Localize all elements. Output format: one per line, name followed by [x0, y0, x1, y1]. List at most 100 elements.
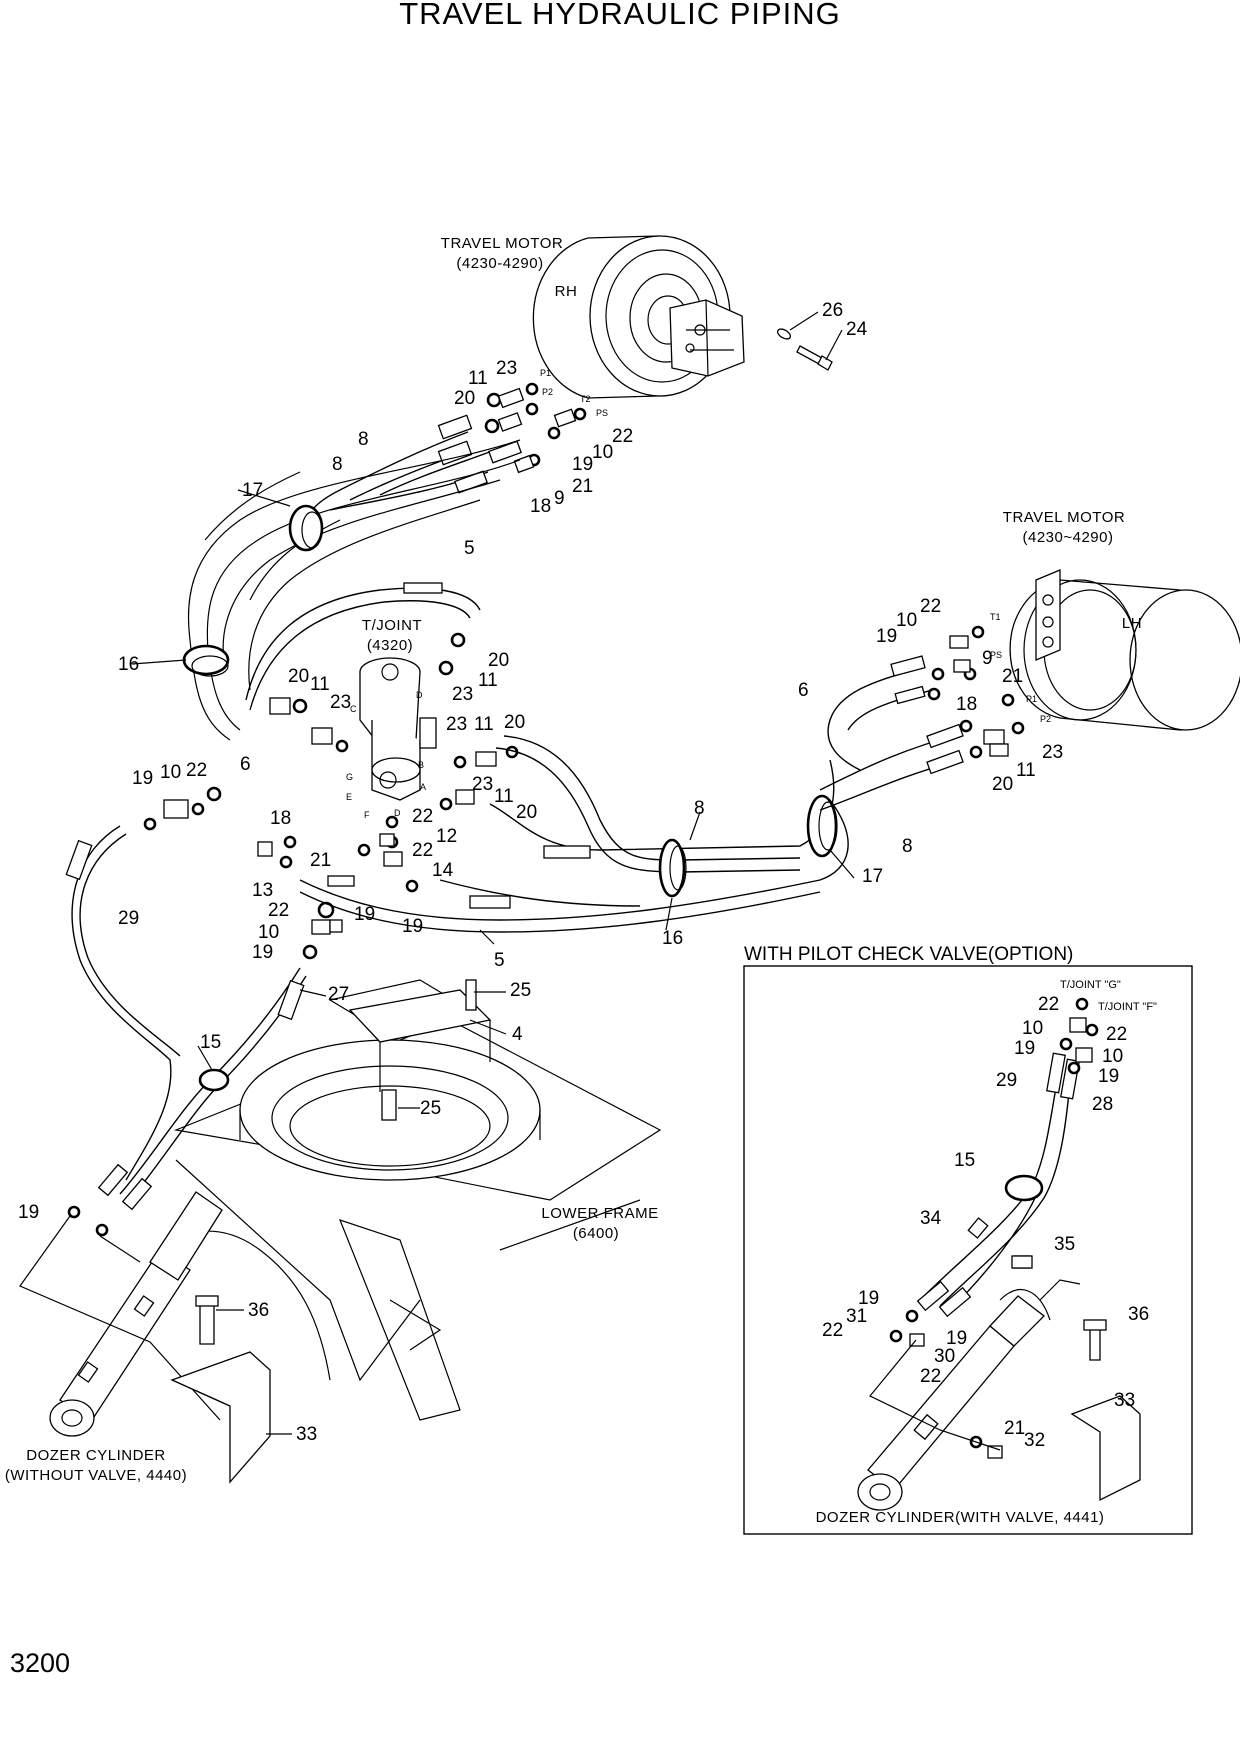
lh-callout-11: 11	[1016, 760, 1036, 781]
callout-8a: 8	[358, 429, 369, 450]
opt-callout-30: 30	[934, 1346, 955, 1367]
tj-port-a: A	[420, 782, 426, 792]
lower-frame-caption: LOWER FRAME	[541, 1205, 658, 1222]
callouts-lh-motor: 22 10 19 9 21 6 18 23 11 20 8 8 17	[694, 596, 1063, 887]
tj-callout-20d: 20	[516, 802, 537, 823]
lh-callout-6: 6	[798, 680, 809, 701]
tj-callout-22b: 22	[412, 840, 433, 861]
tj-callout-19: 19	[132, 768, 153, 789]
option-cylinder-caption: DOZER CYLINDER(WITH VALVE, 4441)	[816, 1509, 1105, 1526]
main-pipe-bundle	[187, 439, 521, 741]
bracket-33-left	[170, 1295, 271, 1484]
bracket-4	[348, 979, 492, 1121]
opt-callout-19d: 19	[946, 1328, 967, 1349]
opt-callout-32: 32	[1024, 1430, 1045, 1451]
lh-motor-code: (4230~4290)	[1023, 529, 1114, 546]
main-callout-16b: 16	[662, 928, 683, 949]
leader-lines	[131, 311, 855, 1435]
lower-frame	[159, 979, 662, 1421]
main-callout-27: 27	[328, 984, 349, 1005]
tj-callout-23a: 23	[452, 684, 473, 705]
opt-callout-10b: 10	[1102, 1046, 1123, 1067]
clamp-17-lh	[806, 794, 838, 858]
main-callout-15: 15	[200, 1032, 221, 1053]
opt-callout-22d: 22	[920, 1366, 941, 1387]
opt-callout-33: 33	[1114, 1390, 1135, 1411]
tj-callout-23c: 23	[446, 714, 467, 735]
tj-callout-22a: 22	[412, 806, 433, 827]
clamp-16-left	[182, 644, 230, 677]
callout-17: 17	[242, 480, 263, 501]
callout-22: 22	[612, 426, 633, 447]
tj-port-f: F	[364, 810, 370, 820]
dozer-cylinder-code: (WITHOUT VALVE, 4440)	[5, 1467, 187, 1484]
opt-callout-29: 29	[996, 1070, 1017, 1091]
tj-callout-18: 18	[270, 808, 291, 829]
main-callout-4: 4	[512, 1024, 523, 1045]
t-joint-ports: C D B A G E F D	[346, 690, 426, 820]
travel-motor-lh	[1009, 569, 1240, 731]
main-callout-19d: 19	[18, 1202, 39, 1223]
main-callout-19a: 19	[252, 942, 273, 963]
rh-motor-ports: P1 P2 T2 PS	[540, 368, 608, 418]
main-callout-6: 6	[240, 754, 251, 775]
tj-port-e: E	[346, 792, 352, 802]
callout-11: 11	[468, 368, 488, 389]
tj-callout-22: 22	[186, 760, 207, 781]
callout-9: 9	[554, 488, 565, 509]
callout-8b: 8	[332, 454, 343, 475]
t-joint-code: (4320)	[367, 637, 413, 654]
lh-callout-10: 10	[896, 610, 917, 631]
lh-port-t1: T1	[990, 612, 1001, 622]
opt-callout-36: 36	[1128, 1304, 1149, 1325]
tj-callout-11c: 11	[474, 714, 494, 735]
lh-callout-18: 18	[956, 694, 977, 715]
lh-motor-ports: T1 PS P1 P2	[990, 612, 1051, 724]
bolt-24	[776, 328, 833, 371]
rh-motor-caption: TRAVEL MOTOR	[441, 235, 563, 252]
lower-frame-code: (6400)	[573, 1225, 619, 1242]
tj-callout-10: 10	[160, 762, 181, 783]
dozer-cylinder-left	[49, 1191, 223, 1437]
main-callout-19c: 19	[402, 916, 423, 937]
clamp-16-mid	[658, 838, 687, 898]
t-joint-upper-hose	[245, 582, 481, 711]
t-joint-caption: T/JOINT	[362, 617, 422, 634]
opt-callout-19c: 19	[858, 1288, 879, 1309]
option-inset	[743, 965, 1193, 1535]
rh-motor-code: (4230-4290)	[456, 255, 543, 272]
tj-callout-11b: 11	[310, 674, 330, 695]
option-bracket-33	[1011, 1255, 1141, 1502]
main-callout-22: 22	[268, 900, 289, 921]
lh-callout-19: 19	[876, 626, 897, 647]
opt-callout-21: 21	[1004, 1418, 1025, 1439]
callout-24: 24	[846, 319, 868, 340]
tj-callout-11d: 11	[494, 786, 514, 807]
tj-callout-11a: 11	[478, 670, 498, 691]
main-callout-33: 33	[296, 1424, 317, 1445]
tj-callout-14: 14	[432, 860, 454, 881]
page-number: 3200	[10, 1648, 71, 1678]
dozer-cylinder-caption: DOZER CYLINDER	[26, 1447, 166, 1464]
opt-callout-19a: 19	[1014, 1038, 1035, 1059]
callout-20: 20	[454, 388, 475, 409]
t-joint	[359, 657, 437, 801]
tj-port-c: C	[350, 704, 357, 714]
lh-callout-20: 20	[992, 774, 1013, 795]
option-title: WITH PILOT CHECK VALVE(OPTION)	[744, 944, 1073, 965]
opt-callout-15: 15	[954, 1150, 975, 1171]
main-callout-19b: 19	[354, 904, 375, 925]
main-callout-25a: 25	[510, 980, 531, 1001]
lh-callout-8b: 8	[902, 836, 913, 857]
lh-hoses	[819, 625, 1025, 811]
main-callout-16a: 16	[118, 654, 139, 675]
tj-port-b: B	[418, 760, 424, 770]
callouts-t-joint: 20 11 23 20 11 23 23 11 20 23 11 20 22 1…	[132, 650, 537, 901]
opt-callout-34: 34	[920, 1208, 942, 1229]
opt-callout-31: 31	[846, 1306, 867, 1327]
callout-21: 21	[572, 476, 593, 497]
option-t-joint-f: T/JOINT "F"	[1098, 1001, 1157, 1013]
clamp-15	[198, 1068, 230, 1092]
